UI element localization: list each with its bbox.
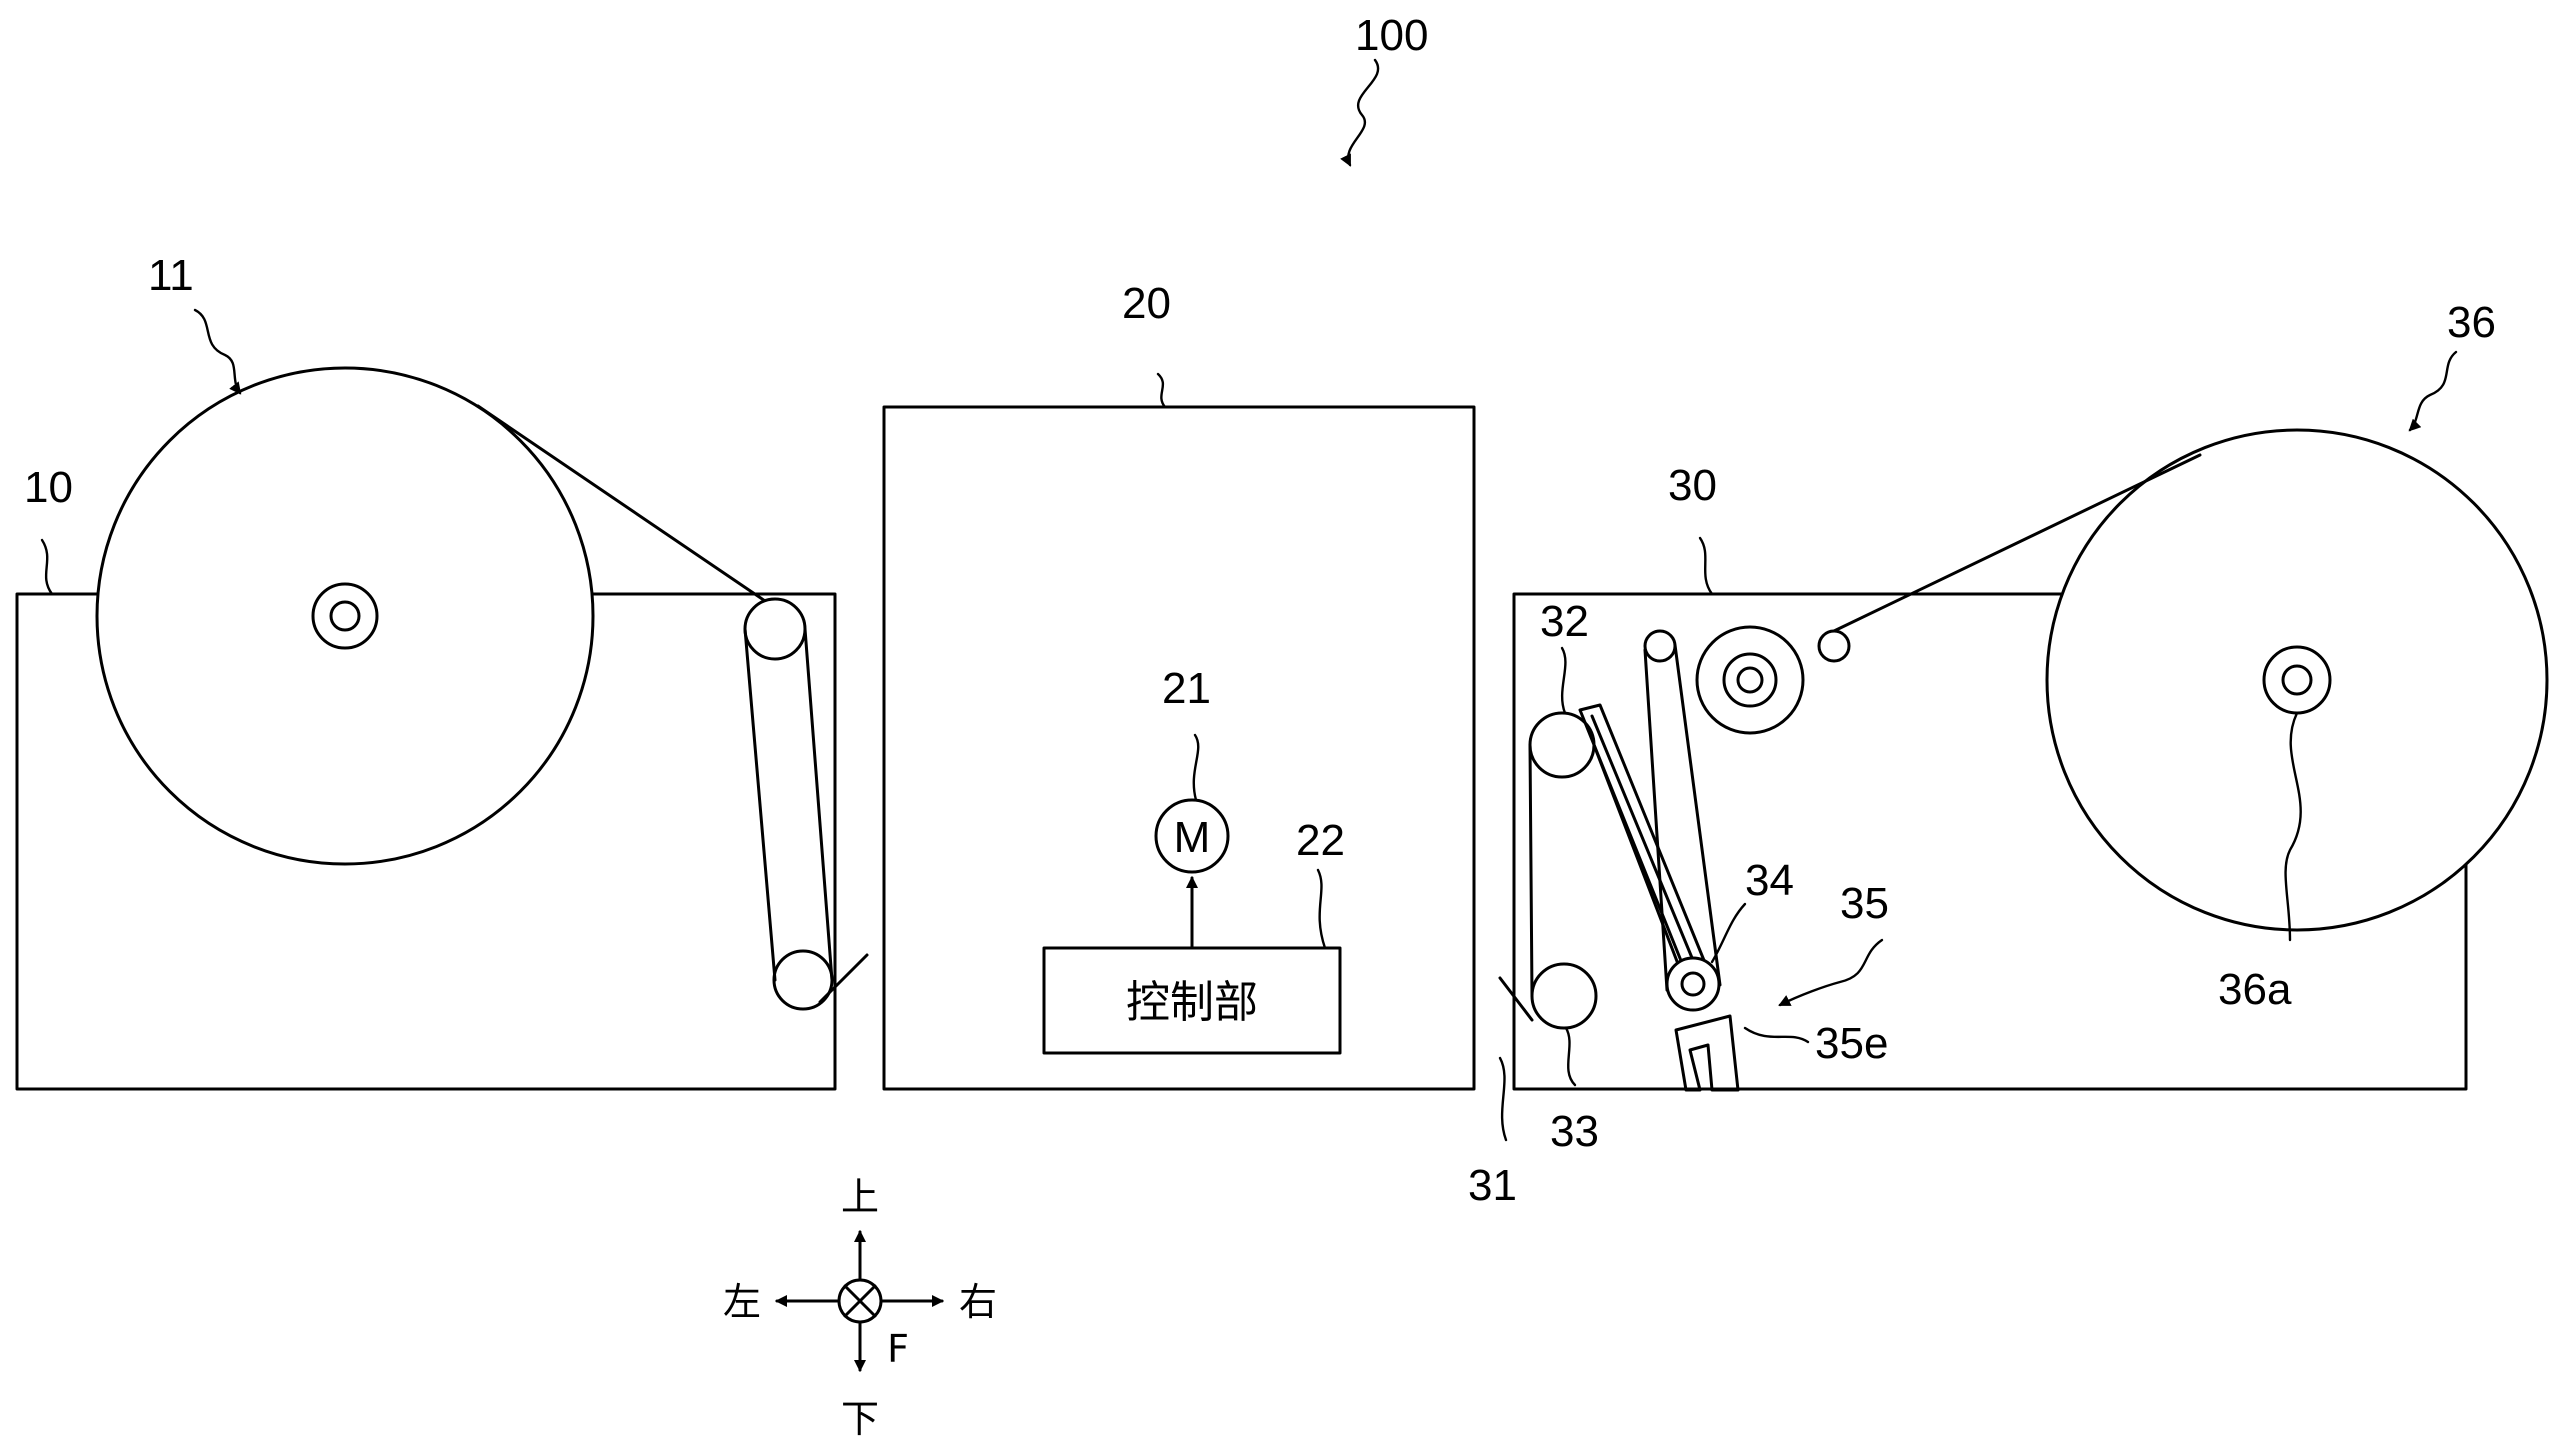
ref-36-label: 36 bbox=[2447, 298, 2496, 347]
overall-reference: 100 bbox=[1340, 11, 1428, 167]
dir-front-label: F bbox=[887, 1327, 909, 1371]
arm-right-edge bbox=[1673, 643, 1722, 987]
dir-up-label: 上 bbox=[841, 1175, 879, 1219]
dir-right-label: 右 bbox=[959, 1280, 997, 1324]
belt-left bbox=[1528, 743, 1534, 998]
tension-roller-hub-outer bbox=[1722, 652, 1778, 708]
ref-21-label: 21 bbox=[1162, 664, 1211, 713]
left-tape-upper bbox=[476, 404, 770, 605]
ref-20-label: 20 bbox=[1122, 279, 1171, 328]
tension-roller-hub-inner bbox=[1736, 666, 1764, 694]
tension-roller bbox=[1695, 625, 1805, 735]
left-guide-roller-top bbox=[743, 597, 807, 661]
left-tape-inner bbox=[743, 627, 777, 982]
small-guide-roller-right bbox=[1817, 629, 1851, 663]
takeup-roll-hub-inner bbox=[2281, 664, 2313, 696]
ref-35-label: 35 bbox=[1840, 879, 1889, 928]
blade-plate-inner bbox=[1590, 714, 1704, 984]
arm-left-edge bbox=[1643, 648, 1669, 992]
ref-10-label: 10 bbox=[24, 463, 73, 512]
dir-left-label: 左 bbox=[723, 1280, 761, 1324]
controller-label: 控制部 bbox=[1126, 977, 1258, 1028]
bracket-35e bbox=[1674, 1014, 1740, 1092]
ref-11-label: 11 bbox=[148, 251, 194, 300]
left-tape-outer bbox=[803, 627, 834, 982]
left-tape-end bbox=[818, 953, 869, 1004]
dir-down-label: 下 bbox=[841, 1397, 879, 1441]
center-unit: 20 M 21 控制部 22 bbox=[882, 279, 1476, 1091]
ref-31-label: 31 bbox=[1468, 1161, 1517, 1210]
ref-100-label: 100 bbox=[1355, 11, 1428, 60]
roller-34 bbox=[1665, 956, 1721, 1012]
supply-roll bbox=[95, 366, 595, 866]
right-tape-start bbox=[1498, 976, 1534, 1022]
small-guide-roller-left bbox=[1643, 629, 1677, 663]
ref-32-label: 32 bbox=[1540, 597, 1589, 646]
roller-34-hub bbox=[1680, 971, 1706, 997]
direction-compass: 上 下 左 右 F bbox=[723, 1175, 997, 1441]
supply-roll-hub-inner bbox=[329, 600, 361, 632]
controller-box bbox=[1042, 946, 1342, 1055]
ref-34-label: 34 bbox=[1745, 856, 1794, 905]
motor-symbol: M bbox=[1174, 813, 1211, 862]
supply-roll-hub-outer bbox=[311, 582, 379, 650]
center-unit-housing bbox=[882, 405, 1476, 1091]
ref-33-label: 33 bbox=[1550, 1107, 1599, 1156]
takeup-tape bbox=[1832, 453, 2202, 633]
right-unit: 30 36 36a 32 bbox=[1468, 298, 2549, 1210]
takeup-roll bbox=[2045, 428, 2549, 932]
motor bbox=[1154, 798, 1230, 874]
roller-33 bbox=[1530, 962, 1598, 1030]
ref-36a-label: 36a bbox=[2218, 965, 2292, 1014]
front-marker bbox=[837, 1278, 883, 1324]
ref-35e-label: 35e bbox=[1815, 1019, 1888, 1068]
ref-22-label: 22 bbox=[1296, 816, 1345, 865]
left-unit: 10 11 bbox=[15, 251, 869, 1091]
ref-30-label: 30 bbox=[1668, 461, 1717, 510]
